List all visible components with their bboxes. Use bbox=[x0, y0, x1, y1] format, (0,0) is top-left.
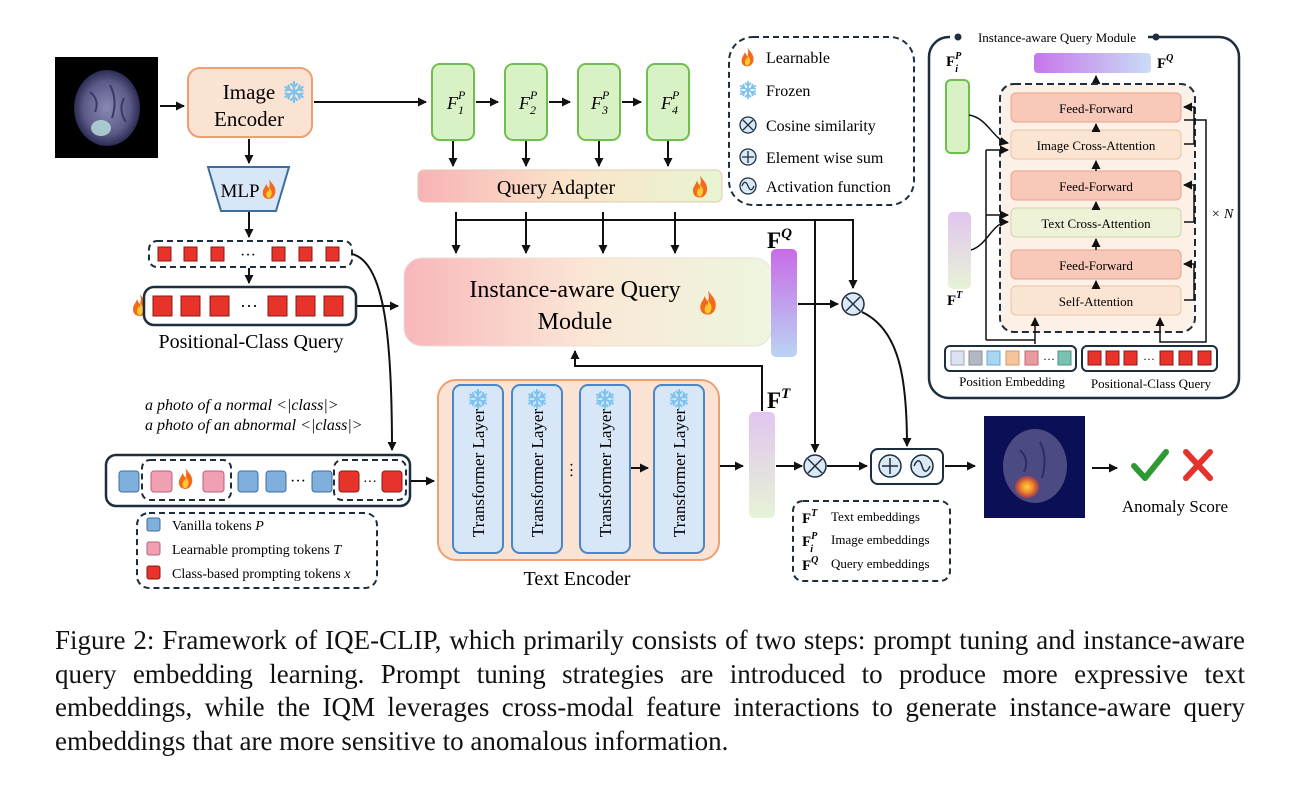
iqm-layer-3: Feed-Forward bbox=[1059, 179, 1133, 194]
iqm-fq-label: FQ bbox=[1157, 53, 1173, 72]
legend-ft-symbol: FT bbox=[802, 508, 818, 527]
svg-text:···: ··· bbox=[240, 247, 256, 264]
fq-label: FQ bbox=[767, 226, 792, 253]
positional-class-query: ··· Positional-Class Query bbox=[133, 285, 358, 353]
token-legend: Vanilla tokens P Learnable prompting tok… bbox=[136, 512, 378, 589]
iqm-layer-6: Self-Attention bbox=[1059, 294, 1134, 309]
legend-activation: Activation function bbox=[766, 179, 891, 196]
fire-icon bbox=[741, 47, 754, 67]
feature-4-label: F4P bbox=[660, 88, 680, 117]
image-encoder-label-line1: Image bbox=[223, 80, 275, 104]
svg-text:···: ··· bbox=[240, 296, 258, 316]
legend-learnable-tokens: Learnable prompting tokens T bbox=[172, 543, 342, 558]
iqm-layer-1: Feed-Forward bbox=[1059, 101, 1133, 116]
legend-learnable: Learnable bbox=[766, 50, 830, 67]
query-adapter: Query Adapter bbox=[417, 169, 723, 203]
iqm-layer-5: Feed-Forward bbox=[1059, 258, 1133, 273]
text-embedding-bar: FT bbox=[749, 386, 791, 518]
legend-sum: Element wise sum bbox=[766, 150, 884, 167]
iqm-block: Instance-aware Query Module bbox=[403, 257, 773, 347]
iqm-label-line1: Instance-aware Query bbox=[469, 277, 680, 303]
prompt-token-sequence: ··· ··· bbox=[104, 453, 412, 508]
image-encoder-label-line2: Encoder bbox=[214, 107, 284, 131]
cosine-icon bbox=[742, 119, 754, 131]
symbol-legend: Learnable Frozen Cosine similarity Eleme… bbox=[728, 36, 915, 206]
figure-caption: Figure 2: Framework of IQE-CLIP, which p… bbox=[55, 625, 1245, 756]
plus-circle-icon bbox=[742, 151, 754, 163]
iqm-layer-4: Text Cross-Attention bbox=[1041, 216, 1151, 231]
transformer-layer-label-4: Transformer Layer bbox=[670, 409, 689, 538]
transformer-layer-label-3: Transformer Layer bbox=[596, 409, 615, 538]
query-adapter-label: Query Adapter bbox=[497, 177, 616, 199]
legend-query-embeddings: Query embeddings bbox=[831, 556, 930, 571]
text-encoder-label: Text Encoder bbox=[524, 568, 631, 590]
positional-class-query-label: Positional-Class Query bbox=[159, 331, 344, 353]
text-encoder: Transformer Layer Transformer Layer ··· … bbox=[437, 379, 720, 590]
framework-diagram: Image Encoder MLP ··· ··· Positional-Cla… bbox=[55, 30, 1241, 590]
mlp-output-tokens: ··· bbox=[148, 240, 353, 268]
svg-text:···: ··· bbox=[363, 475, 377, 490]
svg-text:···: ··· bbox=[562, 462, 579, 478]
iqm-ft-label: FT bbox=[947, 290, 963, 309]
legend-cosine: Cosine similarity bbox=[766, 118, 876, 135]
input-brain-image bbox=[55, 57, 158, 158]
legend-vanilla-tokens: Vanilla tokens P bbox=[172, 519, 264, 534]
iqm-positional-class-query-label: Positional-Class Query bbox=[1091, 376, 1212, 391]
prompt-texts: a photo of a normal <|class|> a photo of… bbox=[145, 397, 363, 434]
mlp-block: MLP bbox=[206, 166, 291, 212]
anomaly-map-image bbox=[984, 416, 1085, 518]
feature-3-label: F3P bbox=[590, 88, 610, 117]
transformer-layer-label-1: Transformer Layer bbox=[469, 409, 488, 538]
iqm-label-line2: Module bbox=[538, 309, 613, 335]
cosine-op-top bbox=[841, 292, 865, 316]
svg-text:···: ··· bbox=[290, 473, 306, 490]
legend-image-embeddings: Image embeddings bbox=[831, 532, 930, 547]
feature-1-label: F1P bbox=[446, 88, 466, 117]
svg-text:···: ··· bbox=[1143, 352, 1155, 366]
patch-features: F1P F2P F3P F4P bbox=[431, 63, 690, 141]
transformer-layer-label-2: Transformer Layer bbox=[528, 409, 547, 538]
cross-icon bbox=[1183, 449, 1213, 481]
legend-frozen: Frozen bbox=[766, 83, 810, 100]
query-embedding-bar: FQ bbox=[767, 226, 797, 357]
ft-label: FT bbox=[767, 386, 791, 413]
legend-class-tokens: Class-based prompting tokens x bbox=[172, 567, 351, 582]
legend-fq-symbol: FQ bbox=[802, 555, 818, 574]
prompt-abnormal: a photo of an abnormal <|class|> bbox=[145, 417, 363, 434]
legend-text-embeddings: Text embeddings bbox=[831, 509, 920, 524]
image-encoder-block: Image Encoder bbox=[187, 67, 313, 138]
iqm-detail-title: Instance-aware Query Module bbox=[978, 30, 1136, 45]
feature-2-label: F2P bbox=[518, 88, 538, 117]
anomaly-score-label: Anomaly Score bbox=[1122, 497, 1228, 516]
mlp-label: MLP bbox=[220, 181, 259, 202]
iqm-layer-2: Image Cross-Attention bbox=[1037, 138, 1156, 153]
svg-text:···: ··· bbox=[1043, 352, 1055, 366]
prompt-normal: a photo of a normal <|class|> bbox=[145, 397, 339, 414]
sum-activation-block bbox=[870, 448, 944, 485]
activation-icon bbox=[741, 181, 755, 191]
snowflake-icon bbox=[739, 80, 757, 100]
iqm-repeat-label: × N bbox=[1211, 207, 1234, 222]
check-icon bbox=[1131, 449, 1169, 481]
cosine-op-bottom bbox=[803, 454, 827, 478]
iqm-position-embedding-label: Position Embedding bbox=[959, 374, 1065, 389]
